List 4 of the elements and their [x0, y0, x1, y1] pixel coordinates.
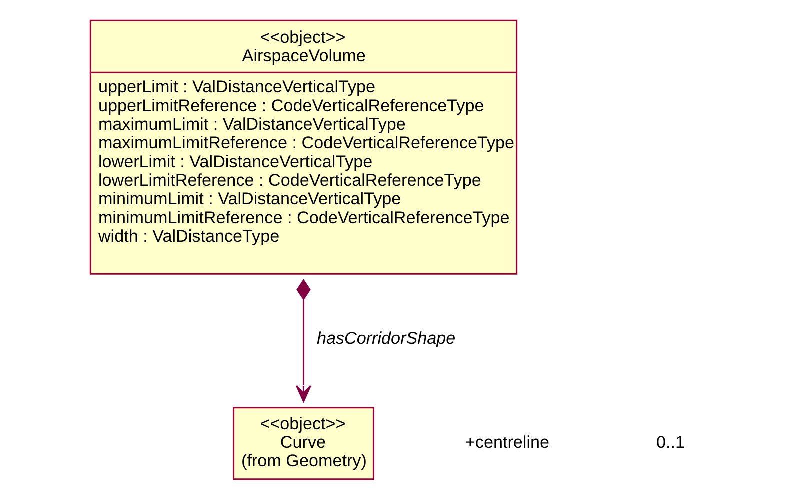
label: +centreline — [464, 432, 550, 452]
label: 0..1 — [656, 432, 685, 452]
edge-label: hasCorridorShape — [316, 328, 456, 348]
arrow — [295, 279, 312, 402]
